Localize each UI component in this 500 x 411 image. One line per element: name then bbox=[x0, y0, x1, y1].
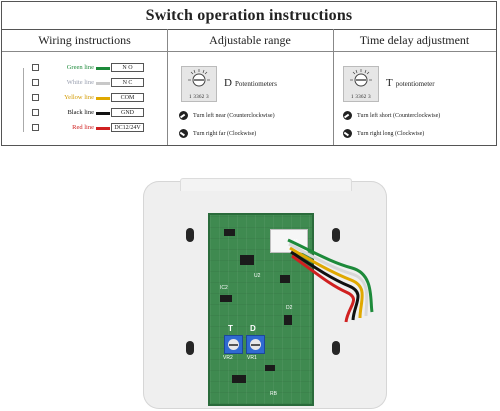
wiring-heading: Wiring instructions bbox=[2, 29, 167, 52]
wire-row-black: Black line GND bbox=[32, 107, 152, 119]
pot-caption: Potentiometers bbox=[234, 80, 277, 88]
wire-color-swatch bbox=[96, 112, 110, 115]
terminal-square bbox=[32, 64, 39, 71]
wiring-column: Wiring instructions Green line N O White… bbox=[2, 29, 168, 145]
terminal-label: DC12/24V bbox=[111, 123, 144, 132]
potentiometer-icon: 1 3362 3 bbox=[343, 66, 379, 102]
terminal-square bbox=[32, 124, 39, 131]
pcb-chip bbox=[224, 229, 235, 236]
rotate-right-icon bbox=[179, 129, 188, 138]
mounting-hole bbox=[186, 341, 194, 355]
mounting-hole bbox=[186, 228, 194, 242]
range-heading: Adjustable range bbox=[167, 29, 333, 52]
terminal-label: N C bbox=[111, 78, 144, 87]
terminal-square bbox=[32, 94, 39, 101]
pcb-chip bbox=[232, 375, 246, 383]
terminal-square bbox=[32, 79, 39, 86]
potentiometer-icon: 1 3362 3 bbox=[181, 66, 217, 102]
turn-left-text: Turn left short (Counterclockwise) bbox=[357, 113, 441, 119]
terminal-label: GND bbox=[111, 108, 144, 117]
mounting-hole bbox=[332, 341, 340, 355]
rotate-left-icon bbox=[343, 111, 352, 120]
pcb-label: VR2 bbox=[223, 355, 233, 361]
instruction-panel: Switch operation instructions Wiring ins… bbox=[1, 1, 497, 146]
terminal-square bbox=[32, 109, 39, 116]
wire-row-green: Green line N O bbox=[32, 62, 152, 74]
circuit-board: U2 IC2 J1 D2 RB T D VR2 VR1 bbox=[208, 213, 314, 406]
pcb-label: U2 bbox=[254, 273, 261, 279]
pot-letter: T bbox=[386, 77, 393, 89]
panel-title: Switch operation instructions bbox=[2, 2, 496, 30]
pcb-label: VR1 bbox=[247, 355, 257, 361]
wire-label: Black line bbox=[67, 109, 94, 116]
wire-label: Green line bbox=[66, 64, 94, 71]
wire-color-swatch bbox=[96, 127, 110, 130]
pot-caption: potentiometer bbox=[395, 80, 435, 88]
pcb-label-t: T bbox=[228, 324, 233, 333]
rotate-right-icon bbox=[343, 129, 352, 138]
wire-label: Yellow line bbox=[64, 94, 94, 101]
potentiometer-pin-numbers: 1 3362 3 bbox=[189, 95, 209, 100]
mounting-hole bbox=[332, 228, 340, 242]
wire-label: Red line bbox=[72, 124, 94, 131]
potentiometer-pin-numbers: 1 3362 3 bbox=[351, 95, 371, 100]
delay-heading: Time delay adjustment bbox=[333, 29, 496, 52]
sensor-switch-housing: U2 IC2 J1 D2 RB T D VR2 VR1 bbox=[143, 178, 387, 409]
wire-color-swatch bbox=[96, 67, 110, 70]
wire-row-white: White line N C bbox=[32, 77, 152, 89]
terminal-label: N O bbox=[111, 63, 144, 72]
pot-letter: D bbox=[224, 77, 232, 89]
pcb-chip bbox=[265, 365, 275, 371]
range-trimmer[interactable] bbox=[246, 335, 265, 354]
turn-left-text: Turn left near (Counterclockwise) bbox=[193, 113, 275, 119]
terminal-label: COM bbox=[111, 93, 144, 102]
wire-label: White line bbox=[66, 79, 94, 86]
time-delay-trimmer[interactable] bbox=[224, 335, 243, 354]
wire-color-swatch bbox=[96, 82, 110, 85]
turn-right-text: Turn right long (Clockwise) bbox=[357, 131, 425, 137]
pcb-chip bbox=[240, 255, 254, 265]
pcb-chip bbox=[284, 315, 292, 325]
pcb-label: D2 bbox=[286, 305, 293, 311]
turn-right-text: Turn right far (Clockwise) bbox=[193, 131, 257, 137]
pcb-chip bbox=[220, 295, 232, 302]
rotate-left-icon bbox=[179, 111, 188, 120]
pcb-label: IC2 bbox=[220, 285, 228, 291]
pcb-label-d: D bbox=[250, 324, 256, 333]
housing-top-lip bbox=[180, 178, 352, 191]
wire-bundle-line bbox=[23, 68, 24, 132]
wire-row-yellow: Yellow line COM bbox=[32, 92, 152, 104]
wire-connector bbox=[270, 229, 308, 253]
pcb-label: J1 bbox=[293, 239, 299, 245]
wire-color-swatch bbox=[96, 97, 110, 100]
pcb-label: RB bbox=[270, 391, 277, 397]
pcb-chip bbox=[280, 275, 290, 283]
wire-row-red: Red line DC12/24V bbox=[32, 122, 152, 134]
